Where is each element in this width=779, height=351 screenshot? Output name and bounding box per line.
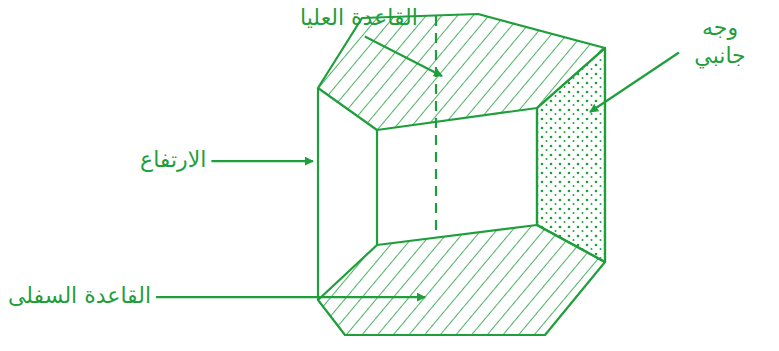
part-label: القاعدة العليا (300, 4, 418, 32)
edge (604, 48, 606, 262)
edge (376, 130, 378, 245)
leader-arrow (211, 160, 313, 162)
part-label: القاعدة السفلى (8, 282, 151, 310)
leader-arrow (156, 296, 425, 298)
leader-arrow (590, 53, 679, 113)
part-label: وجه جانبي (684, 14, 756, 69)
lateral-face (537, 48, 605, 262)
edge (317, 88, 319, 300)
bottom-base (318, 225, 605, 335)
edge (536, 108, 538, 225)
hidden-edge (435, 16, 437, 232)
leader-arrow (365, 37, 442, 77)
part-label: الارتفاع (140, 146, 206, 174)
